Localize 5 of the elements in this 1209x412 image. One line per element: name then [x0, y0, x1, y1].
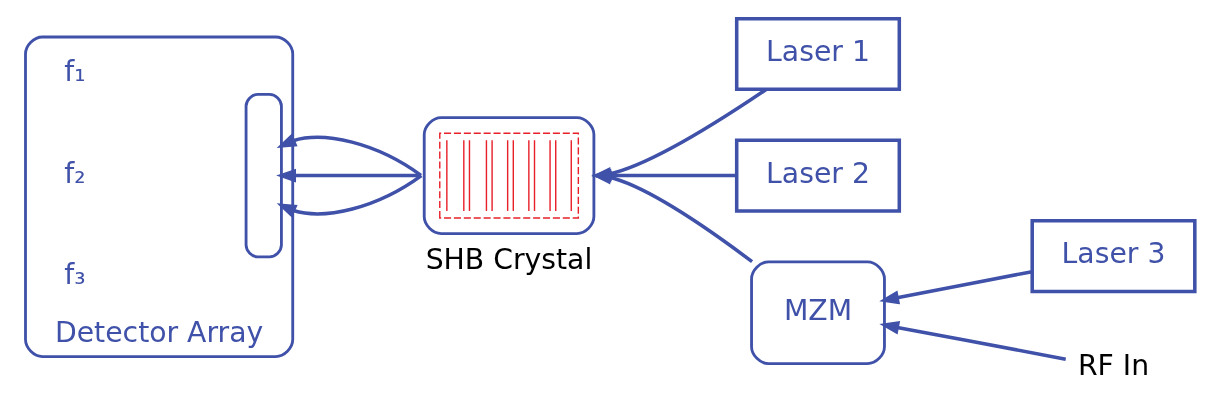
label: f₂ — [64, 156, 86, 190]
node-text: RF In — [1077, 348, 1150, 382]
label: f₃ — [64, 258, 86, 292]
label: f₁ — [64, 54, 86, 88]
node-label: SHB Crystal — [425, 242, 593, 276]
